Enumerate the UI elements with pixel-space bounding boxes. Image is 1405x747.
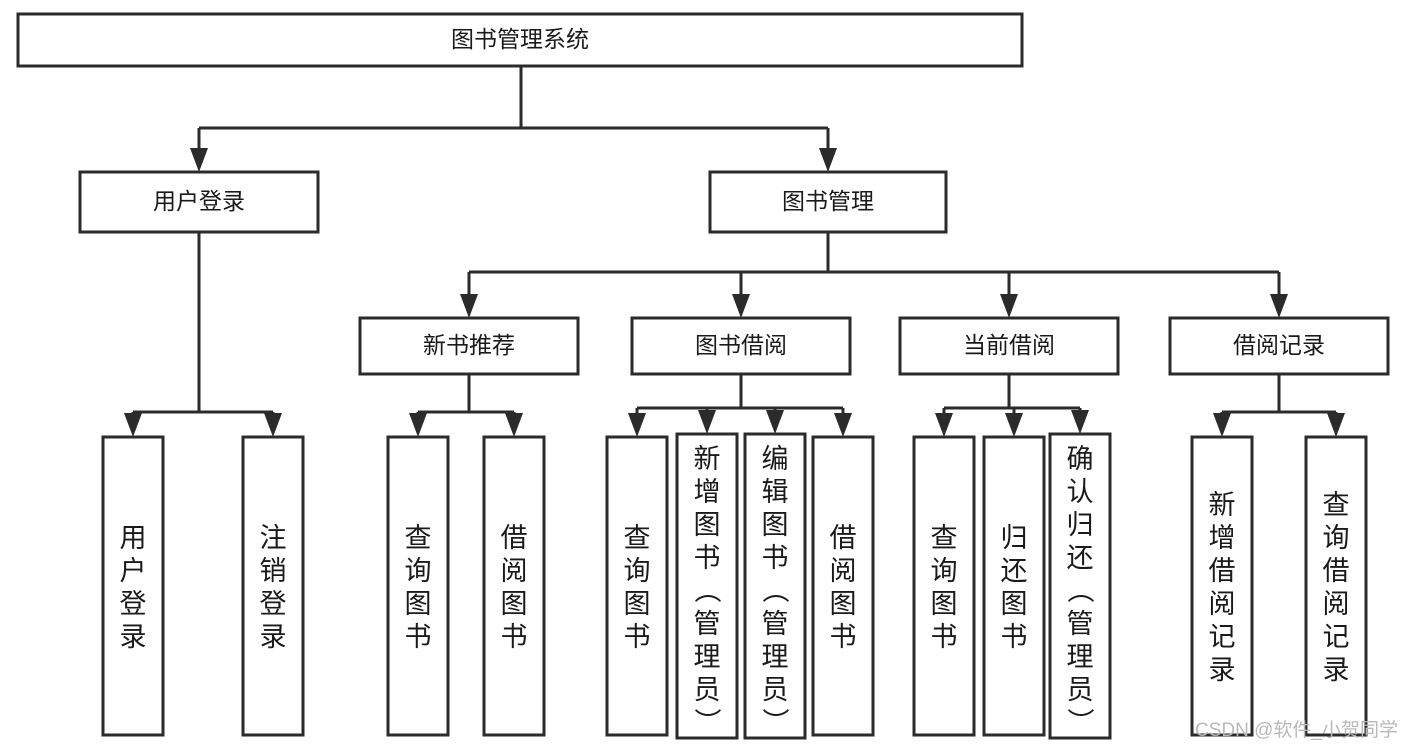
- node-label-leaf-confirm-return: 确认归还（管理员）: [1067, 444, 1095, 738]
- node-leaf-borrow-book-1[interactable]: 借阅图书: [482, 435, 546, 737]
- node-leaf-query-book-2[interactable]: 查询图书: [605, 435, 669, 737]
- node-label-user-login: 用户登录: [153, 188, 245, 214]
- node-label-leaf-borrow-book-2: 借阅图书: [830, 523, 857, 652]
- node-layer: 图书管理系统用户登录图书管理新书推荐图书借阅当前借阅借阅记录用户登录注销登录查询…: [16, 12, 1390, 740]
- conn-leaf-query-book-2-arrow-icon: [628, 413, 646, 437]
- node-leaf-query-record[interactable]: 查询借阅记录: [1304, 435, 1368, 737]
- node-box-leaf-query-book-1[interactable]: [386, 435, 450, 737]
- node-leaf-edit-book[interactable]: 编辑图书（管理员）: [743, 432, 807, 740]
- node-label-book-manage: 图书管理: [782, 188, 874, 214]
- conn-leaf-return-book-arrow-icon: [1005, 413, 1023, 437]
- node-leaf-add-record[interactable]: 新增借阅记录: [1190, 435, 1254, 737]
- node-user-login[interactable]: 用户登录: [78, 170, 320, 234]
- node-box-leaf-return-book[interactable]: [982, 435, 1046, 737]
- node-borrow-record[interactable]: 借阅记录: [1168, 316, 1390, 376]
- node-label-leaf-borrow-book-1: 借阅图书: [501, 523, 528, 652]
- conn-book-borrow-arrow-icon: [732, 294, 750, 318]
- node-box-book-borrow[interactable]: [630, 316, 852, 376]
- node-current-borrow[interactable]: 当前借阅: [898, 316, 1120, 376]
- node-leaf-query-book-3[interactable]: 查询图书: [912, 435, 976, 737]
- node-leaf-user-logout[interactable]: 注销登录: [241, 435, 305, 737]
- conn-leaf-add-book-arrow-icon: [698, 410, 716, 434]
- node-box-user-login[interactable]: [78, 170, 320, 234]
- csdn-watermark: CSDN @软件_小贺同学: [1195, 719, 1398, 741]
- node-box-leaf-borrow-book-2[interactable]: [811, 435, 875, 737]
- node-new-book-rec[interactable]: 新书推荐: [358, 316, 580, 376]
- conn-leaf-user-login-arrow-icon: [124, 413, 142, 437]
- node-root[interactable]: 图书管理系统: [16, 12, 1024, 68]
- conn-leaf-borrow-book-1-arrow-icon: [505, 413, 523, 437]
- node-label-root: 图书管理系统: [451, 26, 589, 52]
- node-leaf-return-book[interactable]: 归还图书: [982, 435, 1046, 737]
- node-box-leaf-add-record[interactable]: [1190, 435, 1254, 737]
- node-leaf-user-login[interactable]: 用户登录: [101, 435, 165, 737]
- node-label-current-borrow: 当前借阅: [963, 332, 1055, 358]
- node-label-leaf-user-login: 用户登录: [120, 523, 147, 652]
- conn-new-book-rec-arrow-icon: [460, 294, 478, 318]
- node-label-leaf-edit-book: 编辑图书（管理员）: [762, 444, 790, 738]
- node-label-leaf-query-book-3: 查询图书: [931, 523, 958, 652]
- node-leaf-query-book-1[interactable]: 查询图书: [386, 435, 450, 737]
- conn-book-manage-arrow-icon: [819, 148, 837, 172]
- node-label-leaf-add-record: 新增借阅记录: [1209, 490, 1236, 685]
- node-label-leaf-add-book: 新增图书（管理员）: [694, 444, 722, 738]
- node-label-book-borrow: 图书借阅: [695, 332, 787, 358]
- node-book-manage[interactable]: 图书管理: [708, 170, 948, 234]
- node-box-leaf-add-book[interactable]: [675, 432, 739, 740]
- node-label-leaf-user-logout: 注销登录: [260, 523, 287, 652]
- node-box-borrow-record[interactable]: [1168, 316, 1390, 376]
- node-box-new-book-rec[interactable]: [358, 316, 580, 376]
- node-box-leaf-confirm-return[interactable]: [1048, 432, 1112, 740]
- conn-leaf-borrow-book-2-arrow-icon: [834, 413, 852, 437]
- conn-user-login-arrow-icon: [190, 148, 208, 172]
- conn-leaf-query-book-3-arrow-icon: [935, 413, 953, 437]
- conn-current-borrow-arrow-icon: [1000, 294, 1018, 318]
- node-box-leaf-user-login[interactable]: [101, 435, 165, 737]
- node-leaf-add-book[interactable]: 新增图书（管理员）: [675, 432, 739, 740]
- conn-leaf-confirm-return-arrow-icon: [1071, 410, 1089, 434]
- conn-leaf-user-logout-arrow-icon: [264, 413, 282, 437]
- node-box-leaf-query-book-3[interactable]: [912, 435, 976, 737]
- conn-leaf-query-record-arrow-icon: [1327, 413, 1345, 437]
- node-box-root[interactable]: [16, 12, 1024, 68]
- node-box-book-manage[interactable]: [708, 170, 948, 234]
- node-leaf-borrow-book-2[interactable]: 借阅图书: [811, 435, 875, 737]
- node-box-current-borrow[interactable]: [898, 316, 1120, 376]
- node-box-leaf-query-book-2[interactable]: [605, 435, 669, 737]
- node-label-leaf-return-book: 归还图书: [1001, 523, 1028, 652]
- conn-leaf-query-book-1-arrow-icon: [409, 413, 427, 437]
- node-leaf-confirm-return[interactable]: 确认归还（管理员）: [1048, 432, 1112, 740]
- node-label-leaf-query-record: 查询借阅记录: [1323, 490, 1350, 685]
- node-box-leaf-user-logout[interactable]: [241, 435, 305, 737]
- node-box-leaf-edit-book[interactable]: [743, 432, 807, 740]
- node-book-borrow[interactable]: 图书借阅: [630, 316, 852, 376]
- conn-leaf-add-record-arrow-icon: [1213, 413, 1231, 437]
- node-label-leaf-query-book-1: 查询图书: [405, 523, 432, 652]
- node-label-new-book-rec: 新书推荐: [423, 332, 515, 358]
- conn-borrow-record-arrow-icon: [1270, 294, 1288, 318]
- conn-leaf-edit-book-arrow-icon: [766, 410, 784, 434]
- node-label-borrow-record: 借阅记录: [1233, 332, 1325, 358]
- connector-layer: [124, 66, 1345, 437]
- node-box-leaf-query-record[interactable]: [1304, 435, 1368, 737]
- node-label-leaf-query-book-2: 查询图书: [624, 523, 651, 652]
- node-box-leaf-borrow-book-1[interactable]: [482, 435, 546, 737]
